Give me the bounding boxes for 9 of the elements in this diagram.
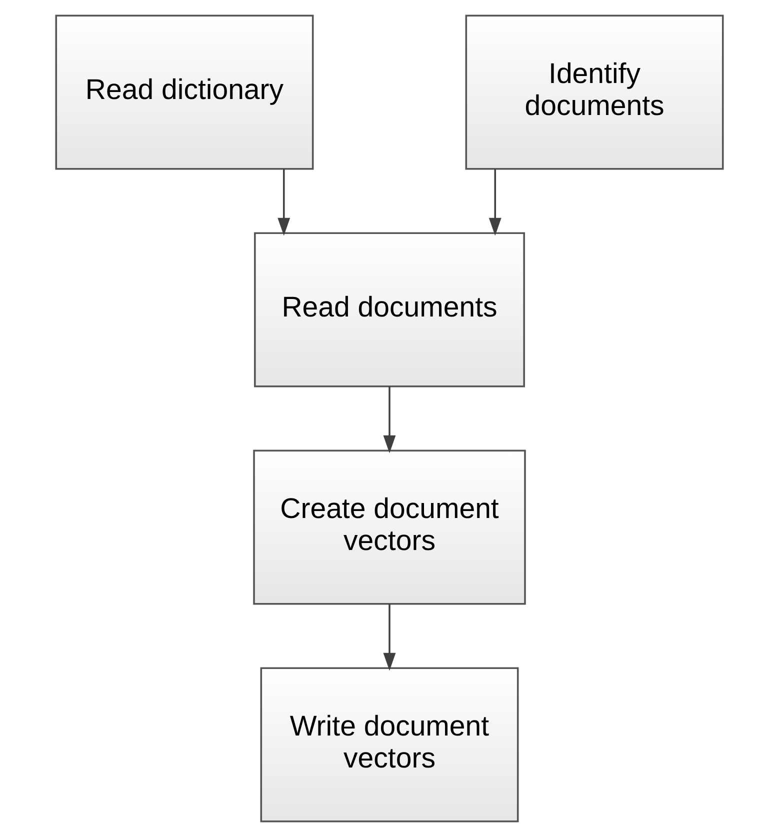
node-box: Write document vectors <box>260 667 518 822</box>
node-box: Read documents <box>254 232 524 388</box>
node-box: Identify documents <box>464 14 724 170</box>
node-box: Read dictionary <box>54 14 314 170</box>
arrow <box>382 386 396 454</box>
node-box: Create document vectors <box>252 450 526 605</box>
arrow <box>277 168 290 236</box>
arrow <box>382 604 396 671</box>
arrow <box>488 168 501 236</box>
